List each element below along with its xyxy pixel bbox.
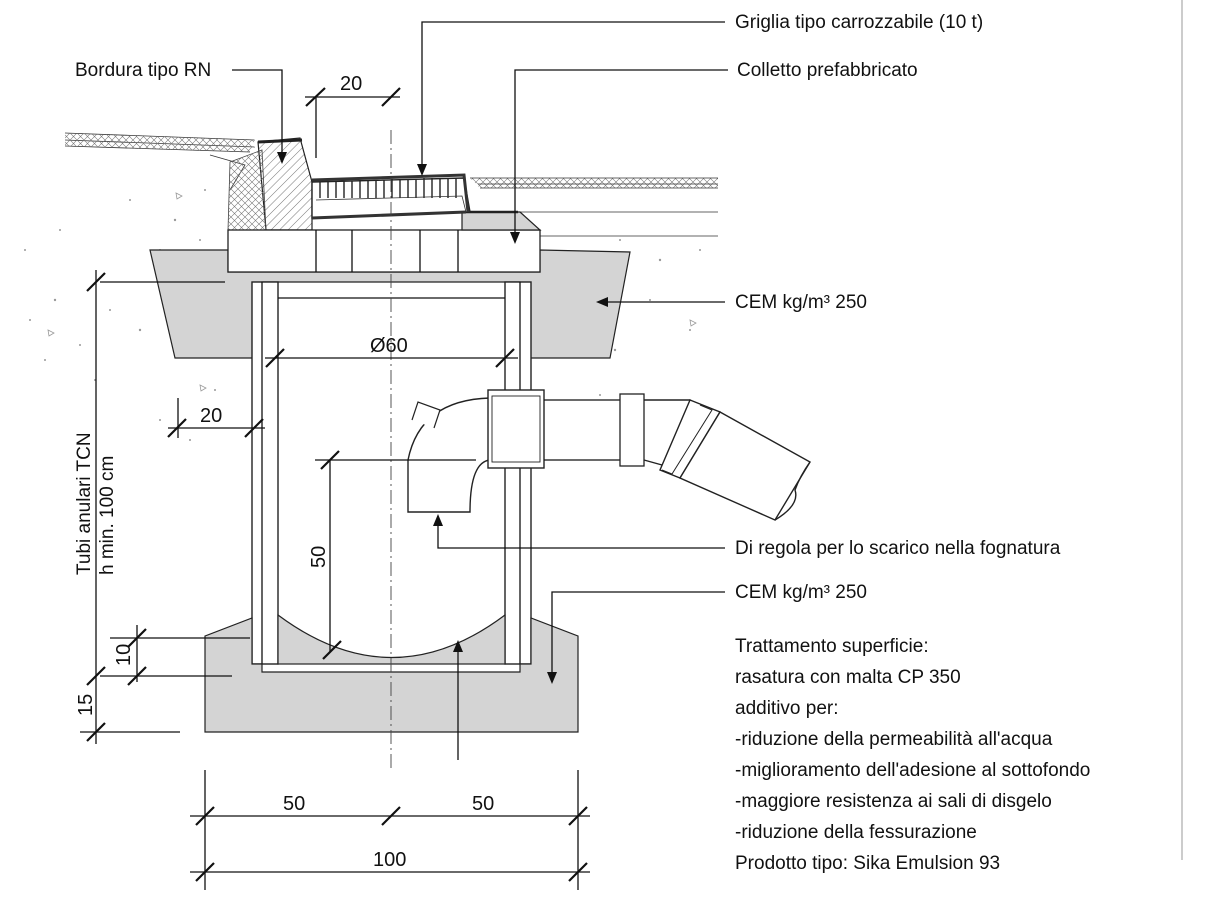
note-line: rasatura con malta CP 350 [735,667,961,688]
label-cem-bottom: CEM kg/m³ 250 [735,582,867,603]
dim-depth-50: 50 [308,546,330,568]
dim-wall-20: 20 [200,405,222,427]
note-line: additivo per: [735,698,839,719]
concrete-base [204,617,579,733]
dim-diameter: Ø60 [370,335,408,357]
label-cem-top: CEM kg/m³ 250 [735,292,867,313]
dim-width-left-50: 50 [283,793,305,815]
outlet-pipe [407,389,811,521]
note-line: -riduzione della permeabilità all'acqua [735,729,1053,750]
note-line: -maggiore resistenza ai sali di disgelo [735,791,1052,812]
label-scarico: Di regola per lo scarico nella fognatura [735,538,1061,559]
label-tubi-line1: Tubi anulari TCN [74,432,95,575]
label-tubi-line2: h min. 100 cm [97,456,118,575]
note-line: -riduzione della fessurazione [735,822,977,843]
label-griglia: Griglia tipo carrozzabile (10 t) [735,12,983,33]
leaders [80,21,728,760]
note-line: Trattamento superficie: [735,636,929,657]
dimension-lines [86,87,590,890]
concrete-bench [277,613,506,665]
precast-collar [227,210,542,273]
surface-treatment-notes: Trattamento superficie: rasatura con mal… [735,636,1090,874]
label-bordura: Bordura tipo RN [75,60,211,81]
label-colletto: Colletto prefabbricato [737,60,918,81]
dim-top-20: 20 [340,73,362,95]
dim-base-10: 10 [113,644,135,666]
pavement-right [470,177,718,237]
note-line: Prodotto tipo: Sika Emulsion 93 [735,853,1000,874]
dim-width-total: 100 [373,849,406,871]
note-line: -miglioramento dell'adesione al sottofon… [735,760,1090,781]
pavement-left [64,132,256,191]
curb-bedding [227,149,267,231]
ring-pipe-walls [251,281,532,665]
dim-width-right-50: 50 [472,793,494,815]
dim-base-15: 15 [75,694,97,716]
curb-bordura [257,137,313,231]
